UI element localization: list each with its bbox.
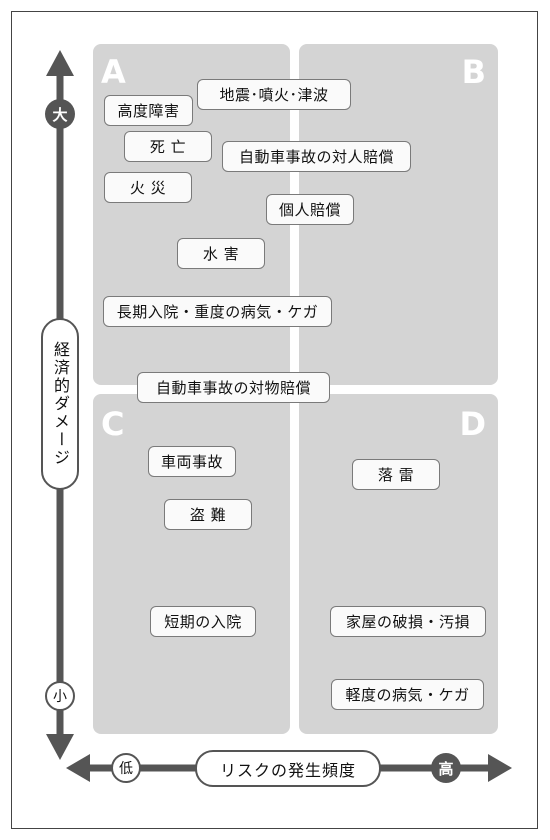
item-vehicle-accident: 車両事故 bbox=[148, 446, 236, 477]
item-severe-disability: 高度障害 bbox=[104, 95, 193, 126]
item-lightning: 落 雷 bbox=[352, 459, 440, 490]
x-high-marker: 高 bbox=[431, 753, 461, 783]
quadrant-a-letter: A bbox=[101, 53, 126, 91]
y-low-marker: 小 bbox=[45, 681, 75, 711]
x-low-marker: 低 bbox=[111, 753, 141, 783]
item-death: 死 亡 bbox=[124, 131, 212, 162]
item-theft: 盗 難 bbox=[164, 499, 252, 530]
item-personal-liability: 個人賠償 bbox=[266, 194, 354, 225]
quadrant-b-letter: B bbox=[461, 53, 486, 91]
item-auto-personal-liability: 自動車事故の対人賠償 bbox=[222, 141, 411, 172]
diagram-frame bbox=[11, 11, 538, 829]
y-axis-arrowhead-up bbox=[46, 50, 74, 76]
y-axis-label: 経済的ダメージ bbox=[41, 318, 79, 490]
quadrant-d: D bbox=[299, 394, 498, 734]
x-axis-arrowhead-left bbox=[66, 754, 90, 782]
quadrant-c-letter: C bbox=[101, 405, 125, 443]
item-fire: 火 災 bbox=[104, 172, 192, 203]
item-flood: 水 害 bbox=[177, 238, 265, 269]
item-house-damage: 家屋の破損・汚損 bbox=[330, 606, 486, 637]
item-auto-property-liability: 自動車事故の対物賠償 bbox=[137, 372, 330, 403]
x-axis-label: リスクの発生頻度 bbox=[195, 750, 381, 787]
item-short-hospital: 短期の入院 bbox=[150, 606, 256, 637]
y-axis-arrowhead-down bbox=[46, 734, 74, 760]
x-axis-arrowhead-right bbox=[488, 754, 512, 782]
item-minor-illness: 軽度の病気・ケガ bbox=[331, 679, 484, 710]
quadrant-d-letter: D bbox=[459, 405, 486, 443]
y-high-marker: 大 bbox=[45, 99, 75, 129]
item-earthquake: 地震･噴火･津波 bbox=[197, 79, 351, 110]
item-long-hospital: 長期入院・重度の病気・ケガ bbox=[103, 296, 332, 327]
